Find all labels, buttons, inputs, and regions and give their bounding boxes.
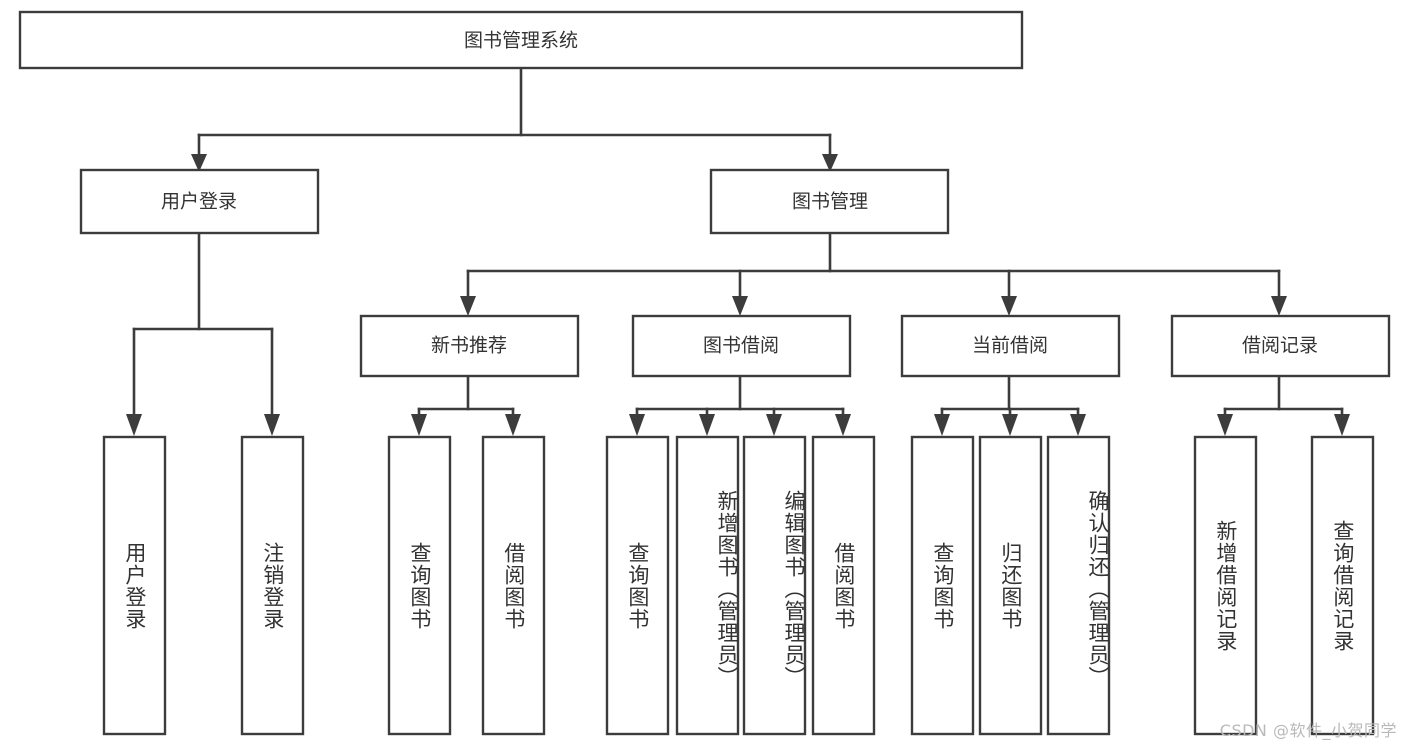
leaf-current-borrow-0[interactable] bbox=[910, 435, 975, 736]
arrowhead-cb-leaf2 bbox=[1002, 414, 1018, 436]
arrowhead-nb-leaf2 bbox=[505, 414, 521, 436]
node-root[interactable] bbox=[18, 10, 1024, 70]
arrowhead-br-leaf1 bbox=[1217, 414, 1233, 436]
arrowhead-bb-leaf4 bbox=[835, 414, 851, 436]
connector-layer bbox=[126, 66, 1350, 436]
leaf-book-borrow-2[interactable] bbox=[742, 435, 807, 736]
arrowhead-book-borrow bbox=[732, 296, 748, 316]
node-user-login-label: 用户登录 bbox=[161, 191, 237, 213]
leaf-new-book-0[interactable] bbox=[387, 435, 452, 736]
arrowhead-user-login bbox=[191, 154, 207, 172]
arrowhead-bb-leaf3 bbox=[766, 414, 782, 436]
leaf-book-borrow-3[interactable] bbox=[811, 435, 876, 736]
node-book-borrow[interactable] bbox=[631, 314, 852, 378]
arrowhead-leaf-user-login bbox=[126, 414, 142, 436]
arrowhead-cb-leaf1 bbox=[934, 414, 950, 436]
leaf-borrow-record-1[interactable] bbox=[1310, 435, 1375, 736]
node-book-management[interactable] bbox=[709, 168, 950, 235]
leaf-current-borrow-1[interactable] bbox=[978, 435, 1043, 736]
node-book-borrow-label: 图书借阅 bbox=[703, 335, 779, 357]
arrowhead-bb-leaf1 bbox=[629, 414, 645, 436]
node-layer: 图书管理系统 用户登录 图书管理 新书推荐 图书借阅 当前借阅 借阅记录 bbox=[18, 10, 1391, 736]
arrowhead-borrow-record bbox=[1271, 296, 1287, 316]
node-current-borrow[interactable] bbox=[900, 314, 1121, 378]
node-root-label: 图书管理系统 bbox=[464, 30, 578, 52]
node-new-book-recommend-label: 新书推荐 bbox=[431, 335, 507, 357]
leaf-book-borrow-1[interactable] bbox=[675, 435, 740, 736]
arrowhead-nb-leaf1 bbox=[411, 414, 427, 436]
leaf-user-login-1[interactable] bbox=[240, 435, 305, 736]
arrowhead-leaf-logout bbox=[264, 414, 280, 436]
arrowhead-bb-leaf2 bbox=[699, 414, 715, 436]
node-new-book-recommend[interactable] bbox=[359, 314, 580, 378]
node-borrow-record[interactable] bbox=[1170, 314, 1391, 378]
watermark: CSDN @软件_小贺同学 bbox=[1219, 721, 1397, 740]
leaf-current-borrow-2[interactable] bbox=[1046, 435, 1111, 736]
node-book-management-label: 图书管理 bbox=[792, 191, 868, 213]
arrowhead-br-leaf2 bbox=[1334, 414, 1350, 436]
leaf-user-login-0[interactable] bbox=[102, 435, 167, 736]
node-user-login[interactable] bbox=[79, 168, 320, 235]
arrowhead-book-manage bbox=[822, 154, 838, 172]
arrowhead-new-book bbox=[460, 296, 476, 316]
leaf-new-book-1[interactable] bbox=[481, 435, 546, 736]
leaf-book-borrow-0[interactable] bbox=[605, 435, 670, 736]
node-current-borrow-label: 当前借阅 bbox=[972, 335, 1048, 357]
node-borrow-record-label: 借阅记录 bbox=[1242, 335, 1318, 357]
leaf-borrow-record-0[interactable] bbox=[1193, 435, 1258, 736]
arrowhead-cb-leaf3 bbox=[1070, 414, 1086, 436]
arrowhead-current-borrow bbox=[1001, 296, 1017, 316]
